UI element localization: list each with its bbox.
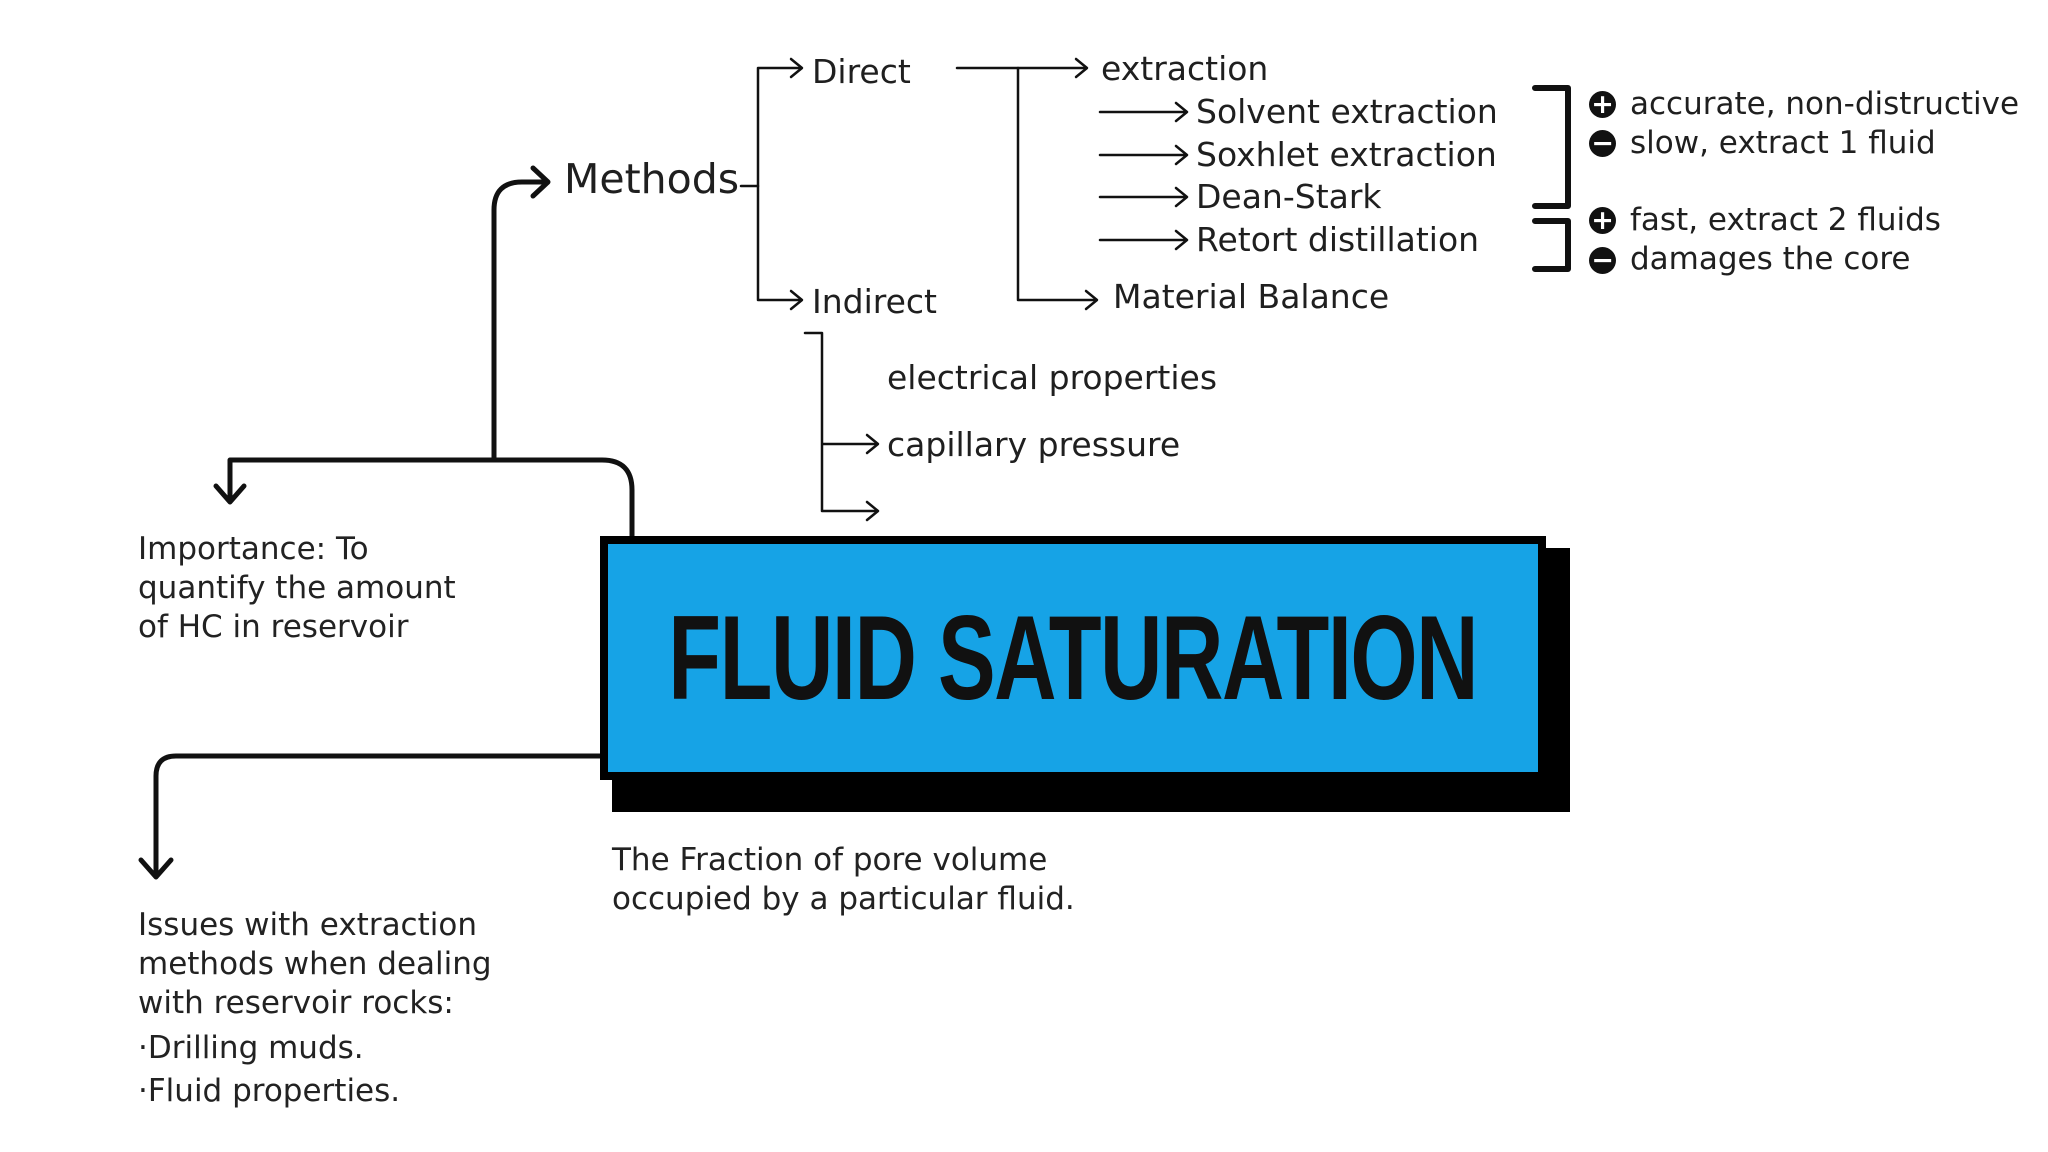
bracket-retort xyxy=(1532,218,1571,272)
title-box: FLUID SATURATION xyxy=(600,536,1546,780)
connector-to-importance xyxy=(227,457,497,503)
connector-title-to-methods xyxy=(491,179,635,539)
extraction-item-retort: Retort distillation xyxy=(1196,220,1480,259)
arrowhead-importance xyxy=(213,483,247,505)
extraction-label: extraction xyxy=(1101,49,1269,88)
connector-to-issues xyxy=(153,753,603,879)
definition-text: The Fraction of pore volume occupied by … xyxy=(612,842,1075,917)
material-balance-label: Material Balance xyxy=(1113,277,1390,316)
page-title: FLUID SATURATION xyxy=(668,591,1479,725)
arrowhead-methods xyxy=(530,165,551,199)
direct-label: Direct xyxy=(812,52,911,91)
connector-direct-indirect xyxy=(756,66,801,302)
arrowhead-issues xyxy=(138,857,174,880)
connector-indirect-items xyxy=(803,331,879,513)
pro-retort: fast, extract 2 fluids xyxy=(1630,202,1941,238)
extraction-item-dean-stark: Dean-Stark xyxy=(1196,177,1382,216)
issues-text: Issues with extraction methods when deal… xyxy=(138,907,492,1109)
methods-label: Methods xyxy=(564,155,740,203)
bracket-solvent xyxy=(1532,85,1571,209)
plus-icon: + xyxy=(1589,207,1616,234)
plus-icon: + xyxy=(1589,91,1616,118)
extraction-item-solvent: Solvent extraction xyxy=(1196,92,1498,131)
minus-icon: − xyxy=(1589,130,1616,157)
pro-solvent: accurate, non-distructive xyxy=(1630,86,2020,122)
indirect-item-electrical: electrical properties xyxy=(887,358,1218,397)
connector-direct-material-balance xyxy=(1016,66,1098,302)
con-solvent: slow, extract 1 fluid xyxy=(1630,125,1936,161)
extraction-item-soxhlet: Soxhlet extraction xyxy=(1196,135,1497,174)
minus-icon: − xyxy=(1589,247,1616,274)
importance-text: Importance: To quantify the amount of HC… xyxy=(138,531,456,645)
indirect-item-capillary: capillary pressure xyxy=(887,425,1181,464)
indirect-label: Indirect xyxy=(812,282,937,321)
con-retort: damages the core xyxy=(1630,241,1911,277)
